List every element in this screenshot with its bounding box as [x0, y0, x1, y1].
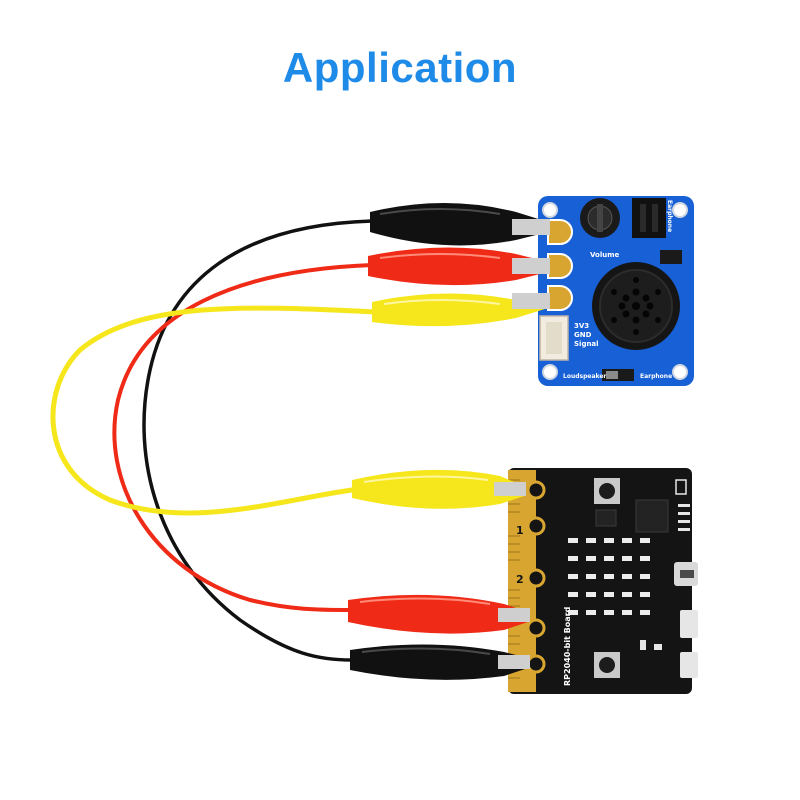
- usb-port-icon: [674, 562, 698, 586]
- label-earphone-jack: Earphone: [666, 200, 673, 232]
- alligator-clip-icon: [348, 594, 530, 634]
- output-switch-knob: [606, 371, 618, 379]
- module-pad-3v3: [547, 253, 573, 279]
- speaker-module: Volume Earphone: [538, 196, 694, 386]
- module-pad-gnd: [547, 219, 573, 245]
- label-earphone: Earphone: [640, 373, 672, 380]
- jumper-wires: [50, 219, 379, 662]
- mount-hole: [542, 364, 558, 380]
- alligator-clip-icon: [372, 293, 550, 327]
- mount-hole: [672, 202, 688, 218]
- speaker-icon: [592, 262, 680, 350]
- alligator-clip-icon: [352, 469, 526, 509]
- label-pin-gnd: GND: [574, 331, 592, 339]
- yellow-wire: [50, 305, 379, 516]
- flash-chip: [595, 509, 617, 527]
- label-loudspeaker: Loudspeaker: [563, 373, 606, 380]
- mount-hole: [672, 364, 688, 380]
- label-volume: Volume: [590, 251, 620, 259]
- smd-components: [640, 479, 690, 650]
- alligator-clip-icon: [368, 247, 550, 286]
- side-switch: [680, 610, 698, 638]
- rp2040-chip: [635, 499, 669, 533]
- board-pad-hole: [526, 516, 546, 536]
- board-pad-hole: [526, 654, 546, 674]
- board-pad-hole: [526, 568, 546, 588]
- label-pad-1: 1: [516, 524, 524, 537]
- black-wire: [142, 219, 374, 662]
- label-pin-3v3: 3V3: [574, 322, 589, 330]
- board-pad-hole: [526, 480, 546, 500]
- side-switch: [680, 652, 698, 678]
- module-pad-signal: [547, 285, 573, 311]
- title-application: Application: [282, 44, 518, 91]
- label-pin-signal: Signal: [574, 340, 599, 348]
- mount-hole: [542, 202, 558, 218]
- audio-jack-icon: [632, 198, 666, 238]
- jst-connector-slot: [546, 322, 562, 354]
- module-chip: [660, 250, 682, 264]
- board-pad-hole: [526, 618, 546, 638]
- potentiometer-icon: [580, 198, 620, 238]
- alligator-clip-icon: [370, 203, 550, 246]
- red-wire: [112, 263, 374, 612]
- rp2040-bit-board: 1 2: [508, 468, 698, 694]
- push-button-icon: [594, 478, 620, 504]
- alligator-clip-icon: [350, 644, 530, 680]
- led-matrix-icon: [568, 538, 650, 615]
- label-pad-2: 2: [516, 573, 524, 586]
- label-board-name: RP2040-bit Board: [563, 606, 572, 686]
- push-button-icon: [594, 652, 620, 678]
